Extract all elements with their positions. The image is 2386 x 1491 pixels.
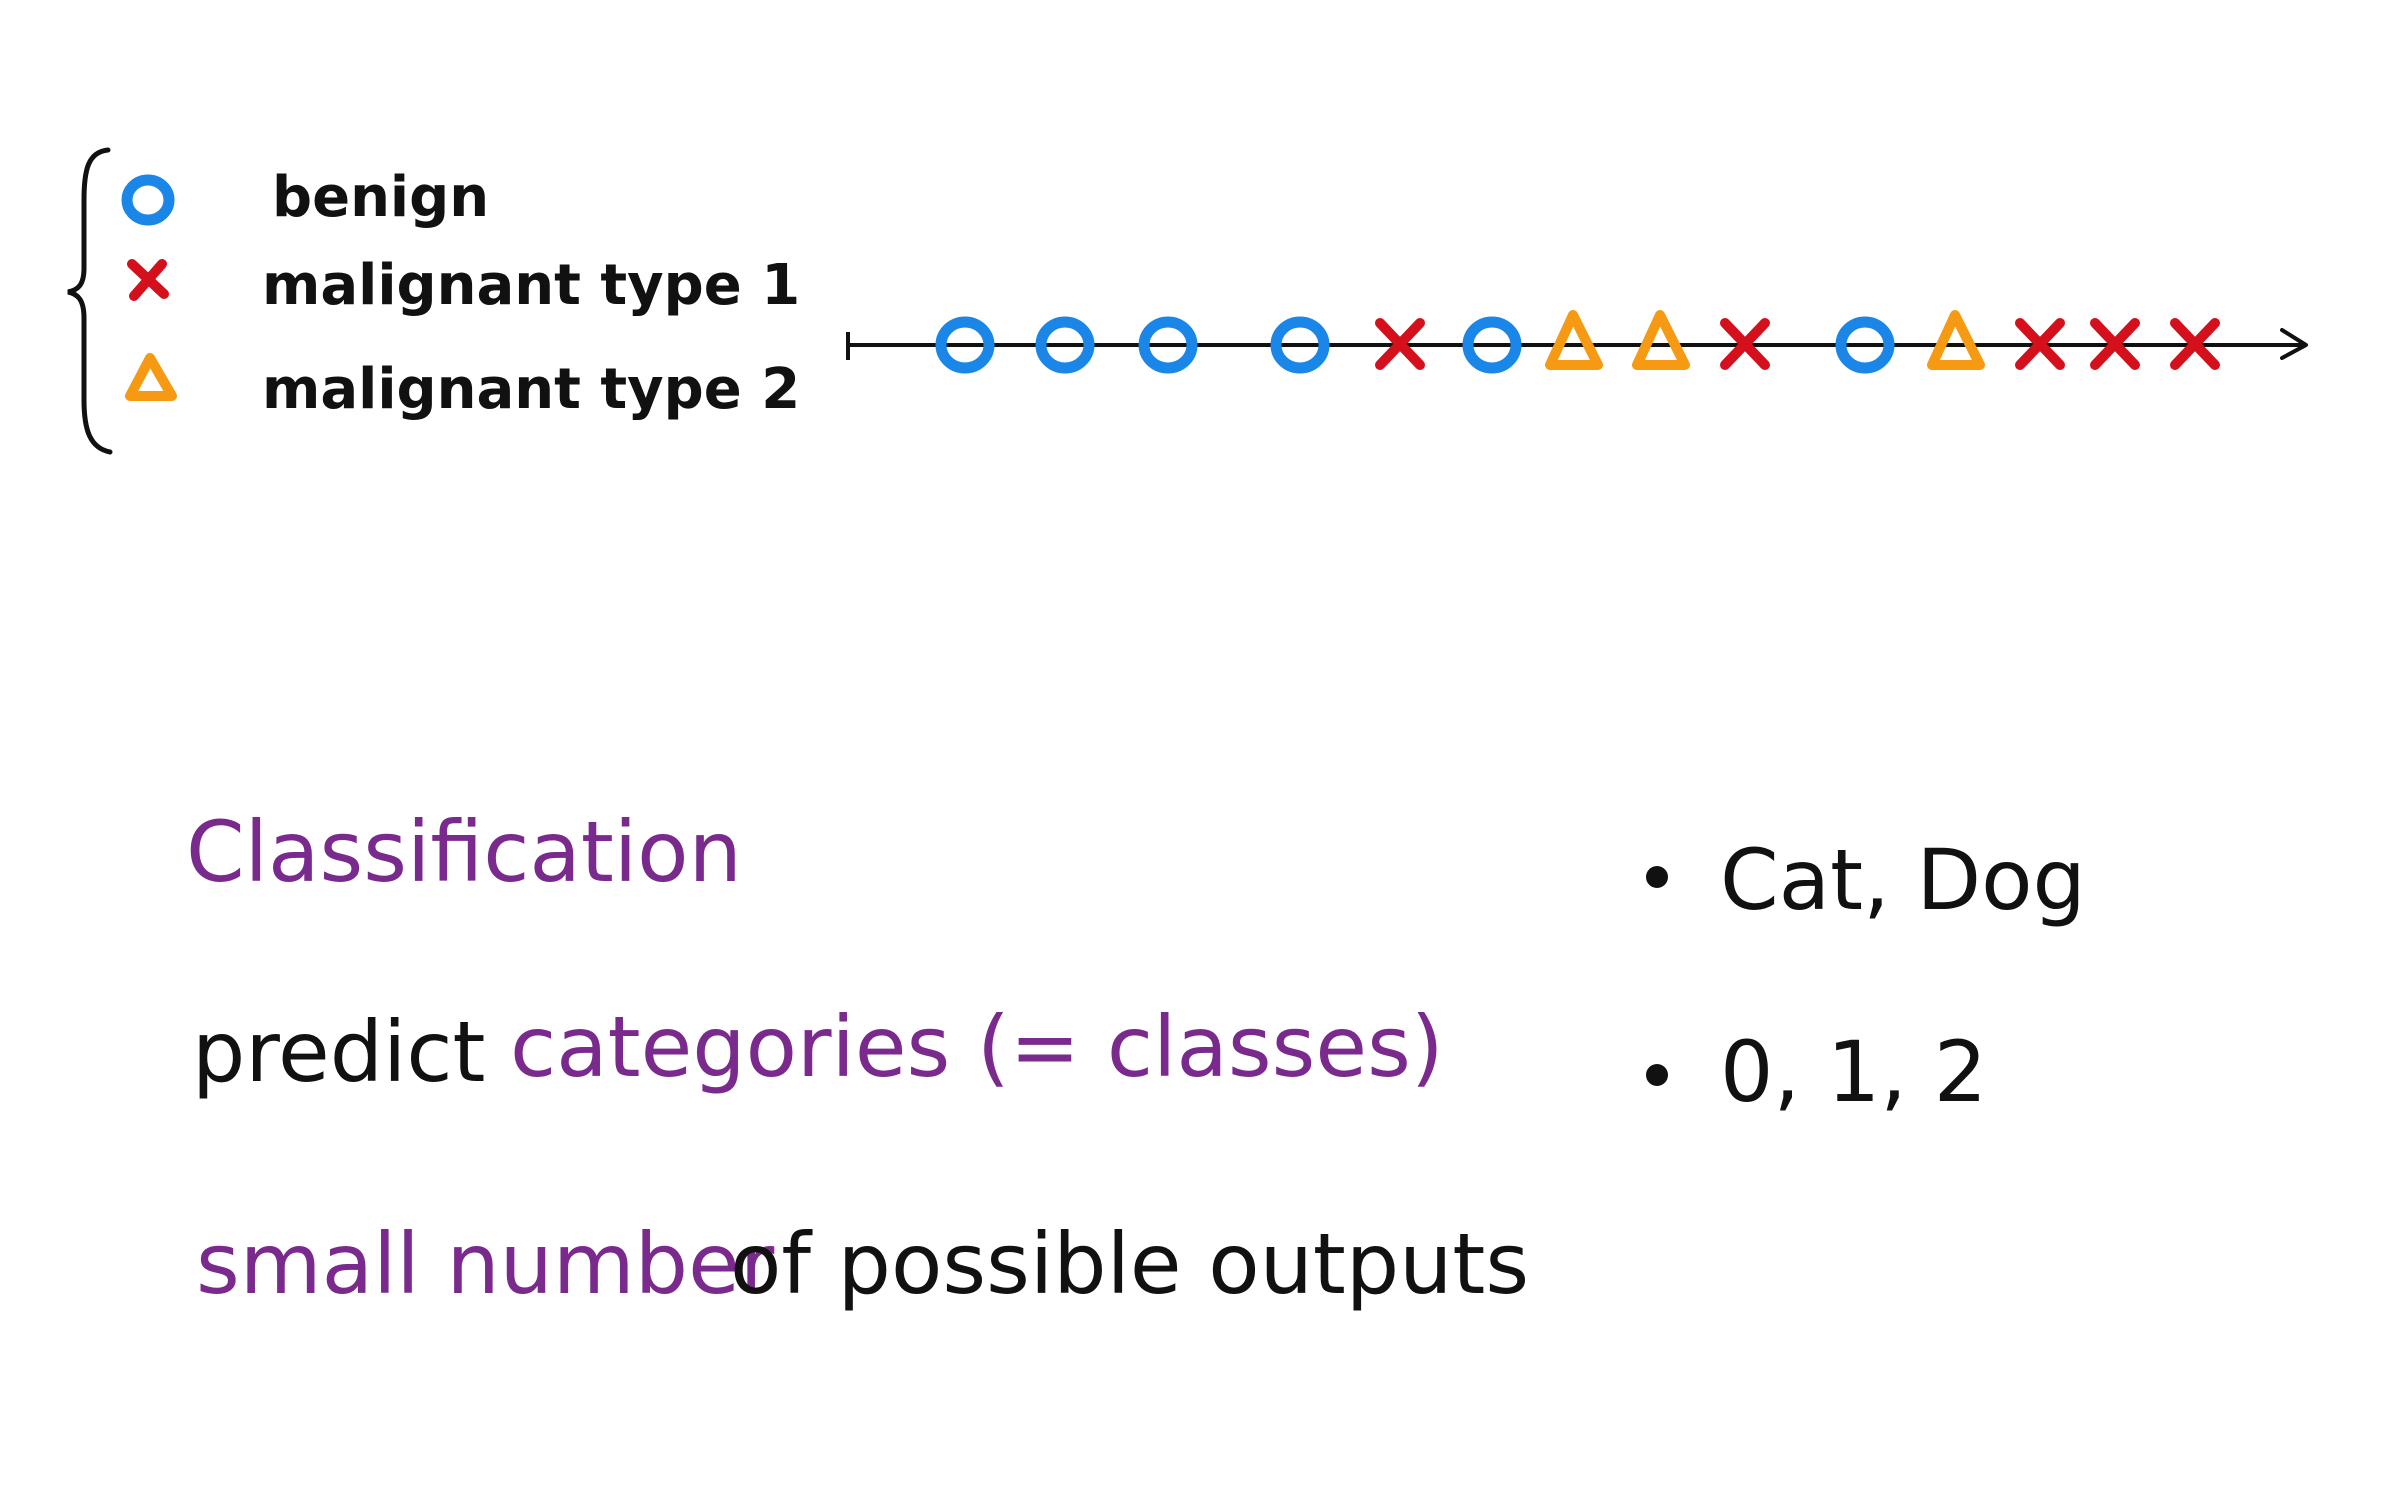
example-0-1-2: 0, 1, 2 [1720,1023,1988,1121]
legend-label-malignant-type-2: malignant type 2 [262,357,801,422]
benign-marker [1270,316,1330,374]
legend-circle-icon [121,174,175,226]
malignant-type-2-marker [1632,310,1690,370]
number-line-arrow-icon [2280,328,2308,360]
malignant-type-1-marker [1720,318,1770,370]
classification-title: Classification [186,803,742,901]
malignant-type-2-marker [1545,310,1603,370]
example-cat-dog: Cat, Dog [1720,831,2086,929]
malignant-type-1-marker [2170,318,2220,370]
benign-marker [1462,316,1522,374]
benign-marker [1138,316,1198,374]
malignant-type-1-marker [2090,318,2140,370]
legend-triangle-icon [125,353,177,401]
categories-phrase: categories (= classes) [510,998,1444,1096]
bullet-dot [1646,866,1668,888]
malignant-type-1-marker [2015,318,2065,370]
malignant-type-2-marker [1927,310,1985,370]
legend-label-malignant-type-1: malignant type 1 [262,253,801,318]
of-possible-outputs-phrase: of possible outputs [730,1215,1530,1313]
small-number-phrase: small number [196,1215,775,1313]
benign-marker [1035,316,1095,374]
benign-marker [935,316,995,374]
benign-marker [1835,316,1895,374]
predict-word: predict [192,1003,486,1101]
legend-brace [67,147,113,455]
bullet-dot [1646,1064,1668,1086]
legend-cross-icon [127,259,169,301]
malignant-type-1-marker [1375,318,1425,370]
legend-label-benign: benign [272,165,490,230]
